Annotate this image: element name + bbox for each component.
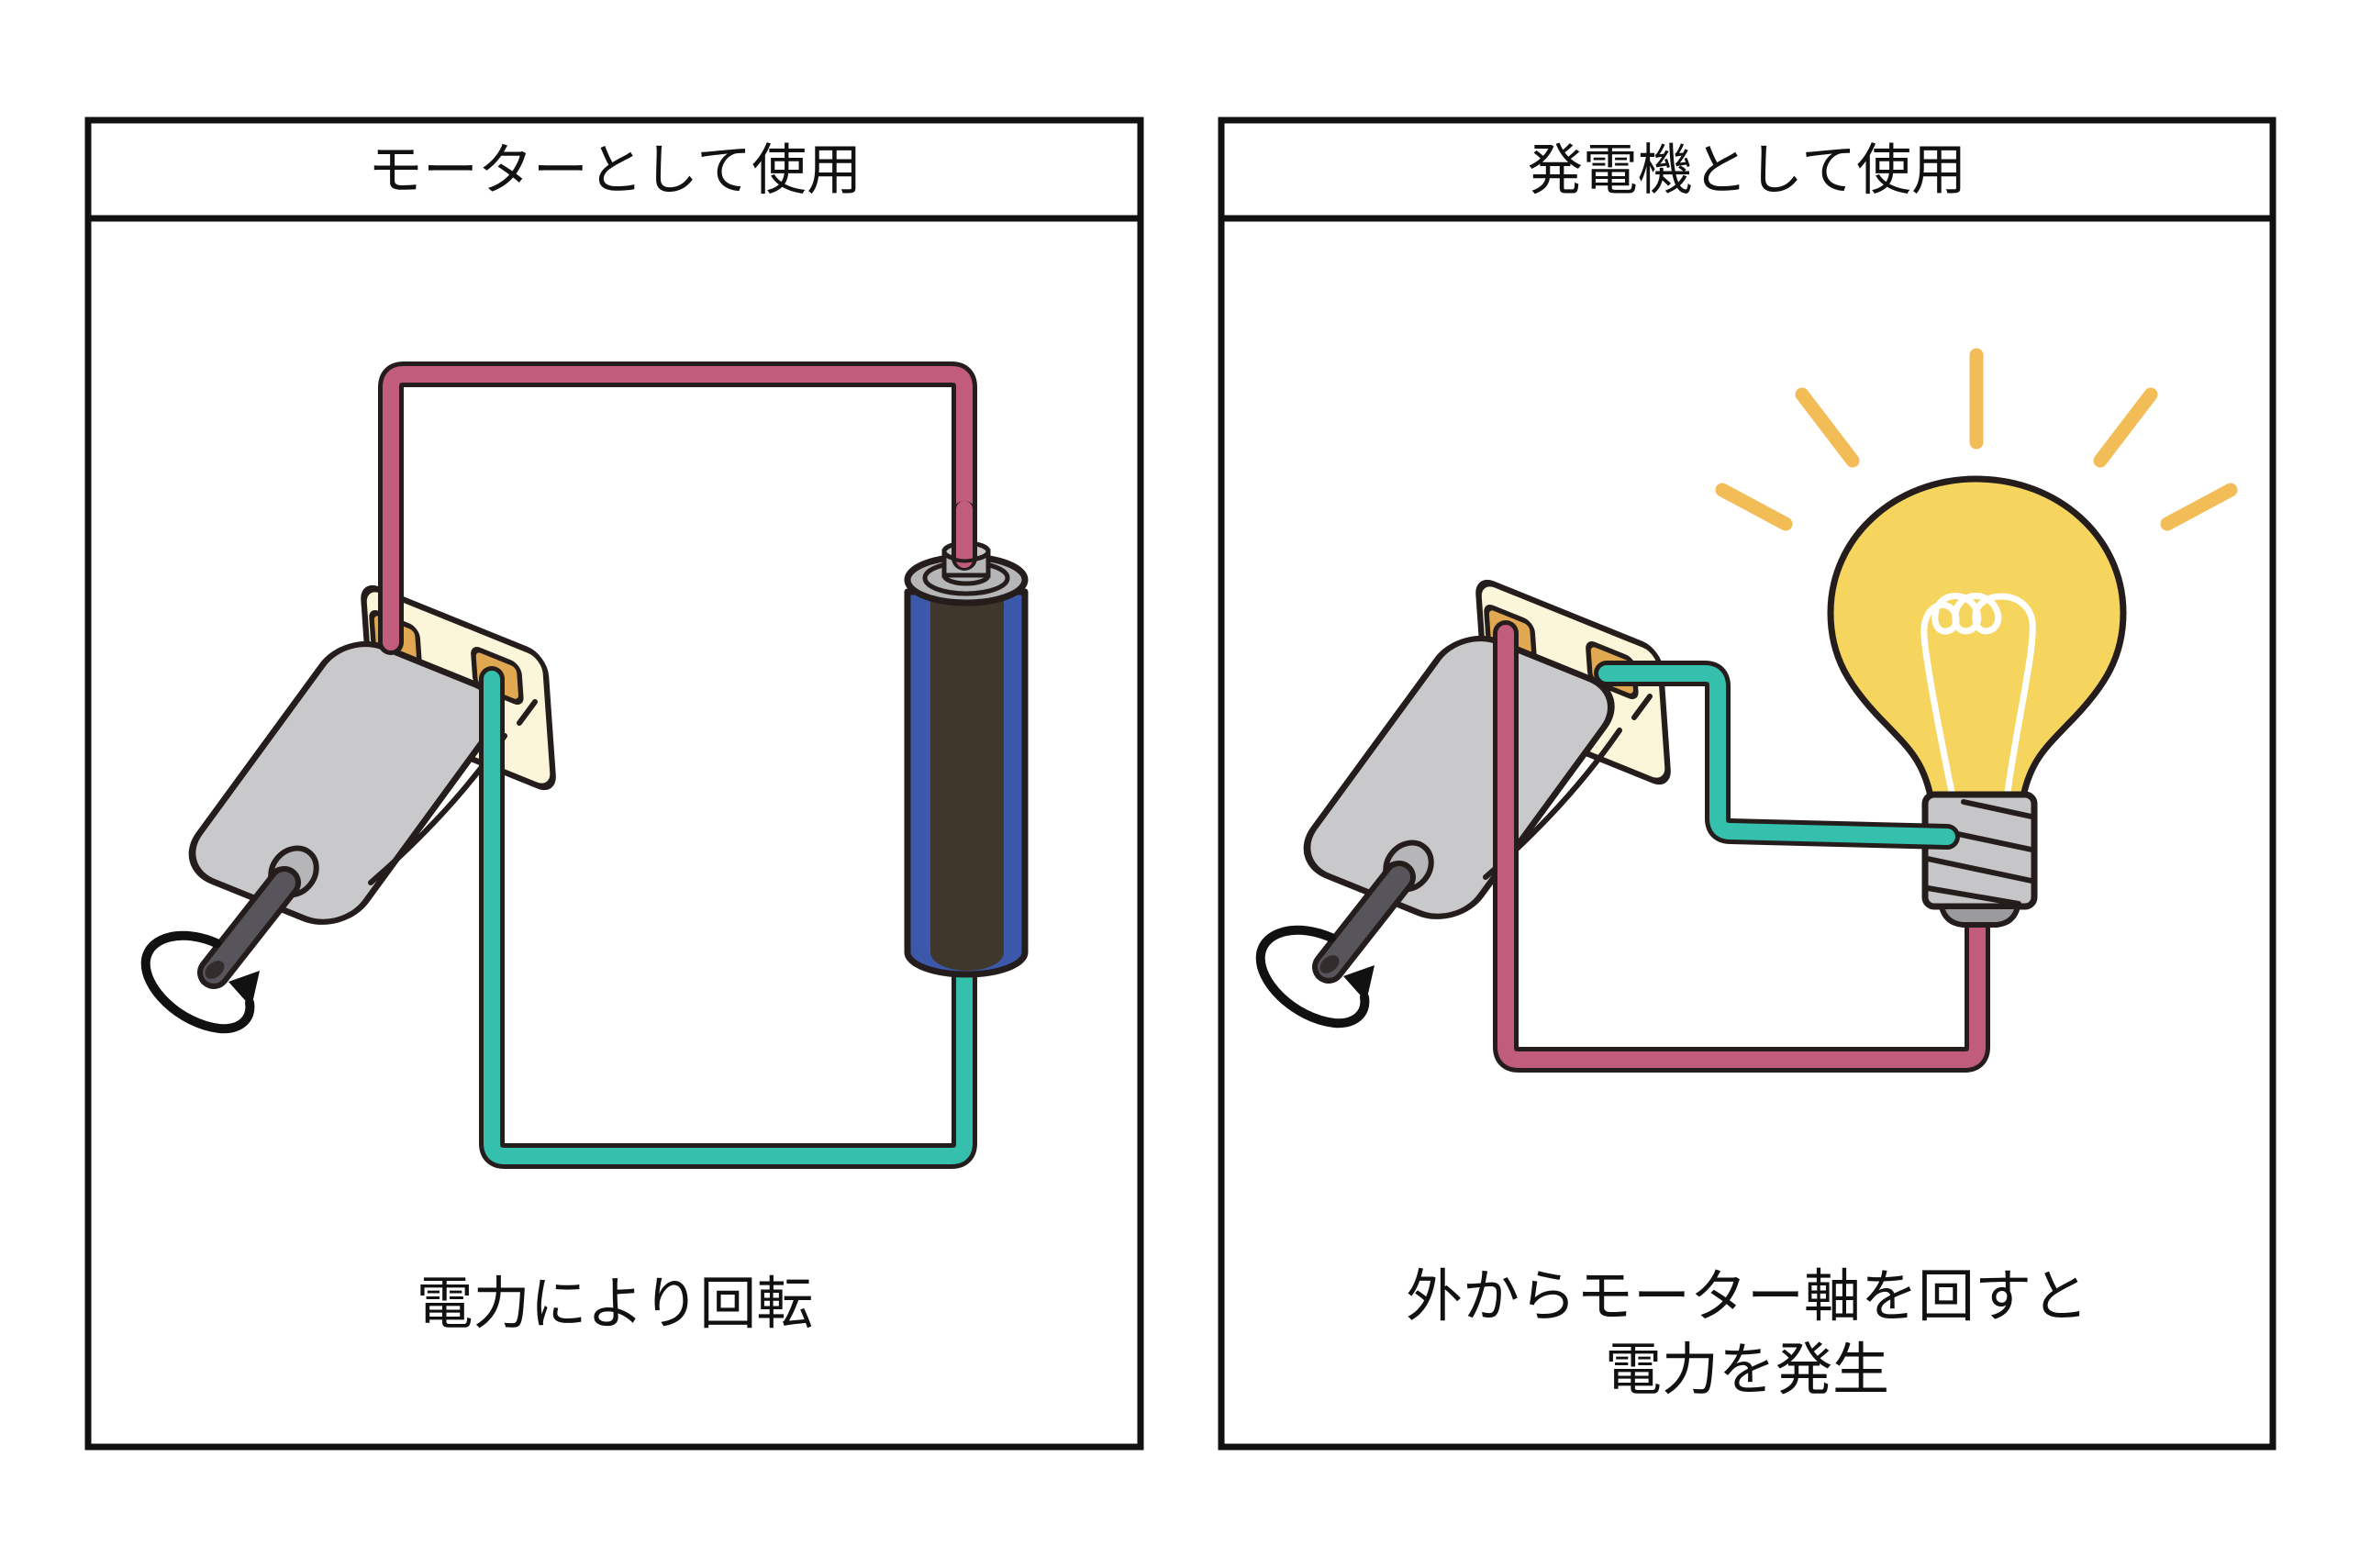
teal-wire bbox=[1594, 661, 1960, 850]
battery-button-bottom bbox=[941, 574, 991, 586]
battery-icon bbox=[904, 540, 1029, 978]
panel-title: 発電機として使用 bbox=[1528, 139, 1966, 201]
battery-hole-rim bbox=[950, 555, 980, 563]
teal-wire bbox=[479, 666, 977, 1169]
panel-caption: 電力により回転 bbox=[417, 1273, 814, 1336]
bulb-filament bbox=[1920, 593, 2036, 795]
light-rays bbox=[1715, 348, 2238, 531]
panel-title: モーターとして使用 bbox=[368, 139, 862, 201]
bulb-globe bbox=[1827, 475, 2127, 800]
panel-generator-use: 発電機として使用 bbox=[1218, 117, 2276, 1451]
red-wire bbox=[1493, 620, 1990, 1073]
red-wire-battery-end bbox=[950, 501, 980, 571]
panel-caption-line2: 電力を発生 bbox=[1605, 1339, 1889, 1402]
panel-caption-line1: 外からモーター軸を回すと bbox=[1406, 1265, 2088, 1329]
bulb-tip bbox=[1938, 904, 2021, 928]
light-bulb-icon bbox=[1715, 348, 2238, 928]
panel-motor-use: モーターとして使用 電力により回転 bbox=[84, 117, 1144, 1451]
battery-band bbox=[930, 596, 1004, 971]
red-wire bbox=[378, 361, 977, 655]
